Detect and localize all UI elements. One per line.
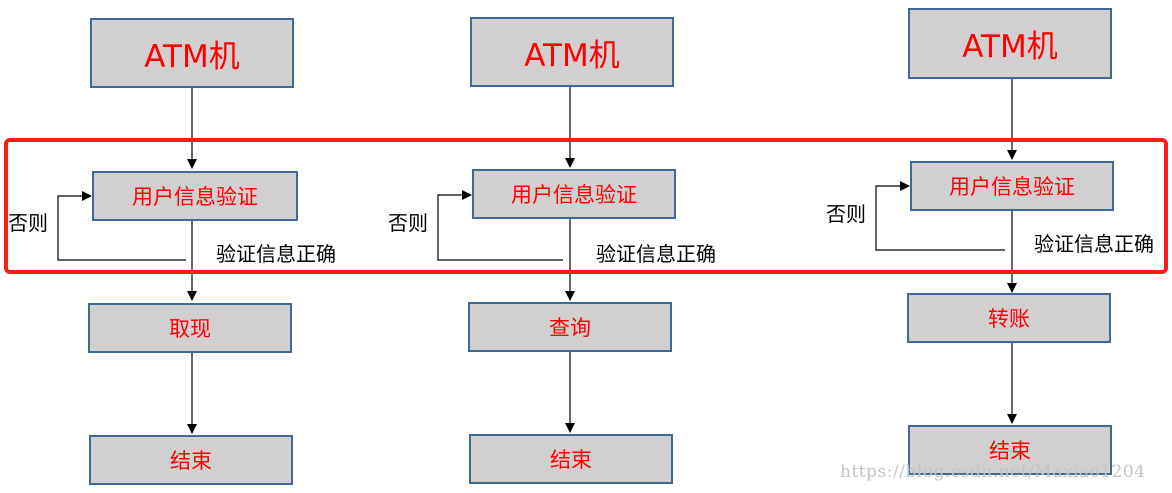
ok-label-3: 验证信息正确	[1034, 232, 1154, 256]
ok-label-1: 验证信息正确	[216, 242, 336, 266]
verify-label-2: 用户信息验证	[511, 183, 637, 207]
ok-label-2: 验证信息正确	[596, 242, 716, 266]
atm-label-2: ATM机	[524, 37, 620, 74]
arrow-else-loop-1	[57, 191, 186, 261]
action-label-3: 转账	[988, 307, 1030, 331]
highlight-frame	[4, 138, 1168, 274]
verify-box-1: 用户信息验证	[92, 171, 298, 221]
action-box-1: 取现	[88, 303, 292, 353]
atm-box-2: ATM机	[470, 17, 674, 87]
action-box-2: 查询	[468, 302, 672, 352]
watermark: https://blog.csdn.net/Maxiao1204	[840, 462, 1146, 482]
arrow-else-loop-2	[437, 190, 563, 261]
action-label-2: 查询	[549, 316, 591, 340]
end-box-2: 结束	[469, 434, 673, 484]
atm-box-1: ATM机	[90, 18, 294, 88]
else-label-2: 否则	[388, 211, 428, 235]
action-label-1: 取现	[169, 317, 211, 341]
verify-label-3: 用户信息验证	[949, 175, 1075, 199]
action-box-3: 转账	[907, 293, 1111, 343]
else-label-1: 否则	[8, 211, 48, 235]
verify-box-2: 用户信息验证	[472, 169, 676, 219]
atm-label-1: ATM机	[144, 38, 240, 75]
end-label-3: 结束	[989, 439, 1031, 463]
end-label-2: 结束	[550, 448, 592, 472]
end-box-3: 结束	[908, 425, 1112, 475]
else-label-3: 否则	[826, 202, 866, 226]
atm-box-3: ATM机	[908, 8, 1112, 79]
end-box-1: 结束	[89, 435, 293, 485]
arrow-else-loop-3	[875, 181, 1005, 251]
verify-box-3: 用户信息验证	[910, 161, 1114, 211]
atm-label-3: ATM机	[962, 29, 1058, 65]
end-label-1: 结束	[170, 449, 212, 473]
verify-label-1: 用户信息验证	[132, 185, 258, 209]
